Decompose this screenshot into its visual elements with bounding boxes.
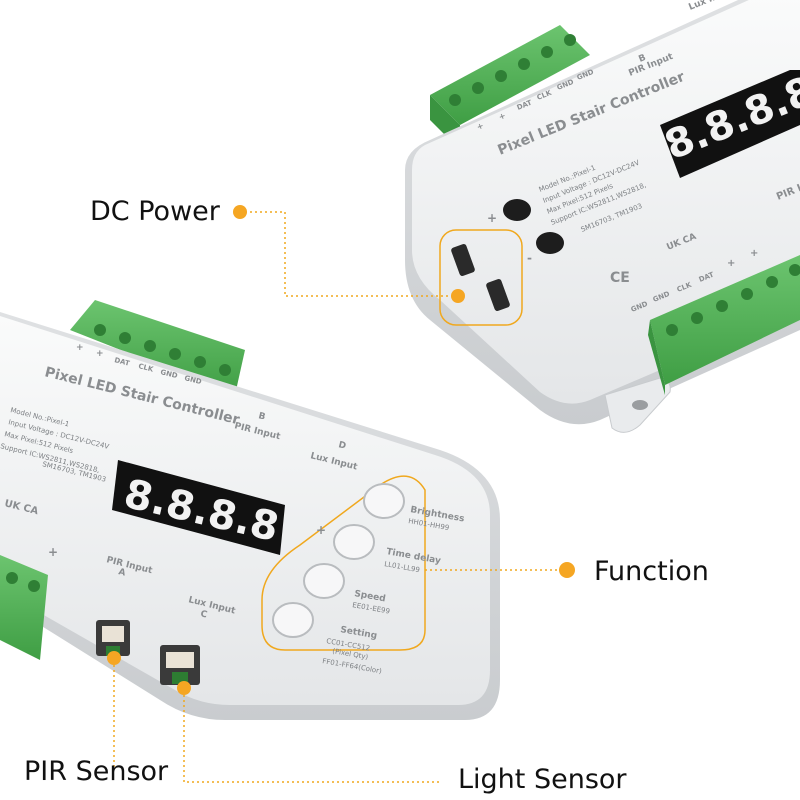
light-sensor-callout: Light Sensor — [458, 764, 627, 795]
time-delay-button[interactable] — [333, 524, 375, 560]
lower-term-0: + — [76, 343, 84, 353]
upper-term-right-5: + — [750, 248, 758, 259]
pir-sensor-port — [96, 620, 130, 656]
lower-port-b: B — [257, 411, 266, 422]
upper-port-b: B — [637, 53, 647, 65]
speed-button[interactable] — [303, 563, 345, 599]
lower-port-a: A — [117, 567, 126, 578]
lower-plus-right: + — [316, 523, 326, 537]
lower-top-terminal-block — [70, 300, 245, 395]
upper-plus: + — [487, 211, 497, 225]
upper-ce: CE — [610, 270, 630, 286]
pir-sensor-callout: PIR Sensor — [24, 756, 169, 787]
brightness-button[interactable] — [363, 483, 405, 519]
lower-buttons — [272, 483, 405, 638]
lower-controller: 8.8.8.8 Brightness HH01-HH99 Time delay … — [0, 300, 500, 720]
upper-term-top-0: + — [475, 121, 485, 132]
setting-button[interactable] — [272, 602, 314, 638]
light-sensor-port — [160, 645, 200, 685]
lower-plus-left: + — [48, 545, 58, 559]
upper-term-top-1: + — [497, 111, 507, 122]
lower-left-terminal-block — [0, 555, 48, 660]
callout-leaders — [113, 211, 567, 783]
lower-port-c: C — [199, 609, 208, 620]
lower-term-2: DAT — [114, 356, 131, 368]
upper-term-right-4: + — [727, 258, 735, 269]
upper-minus: - — [527, 251, 532, 265]
upper-right-terminal-block — [648, 255, 800, 395]
upper-controller: 8.8.8.8 Pixel LED Stair Controller Model… — [405, 0, 800, 433]
callout-dots — [107, 205, 575, 695]
function-callout: Function — [594, 556, 709, 587]
lower-port-d: D — [337, 440, 347, 452]
lower-term-1: + — [96, 349, 104, 359]
dc-power-callout: DC Power — [90, 196, 220, 227]
lower-term-3: CLK — [138, 362, 155, 374]
